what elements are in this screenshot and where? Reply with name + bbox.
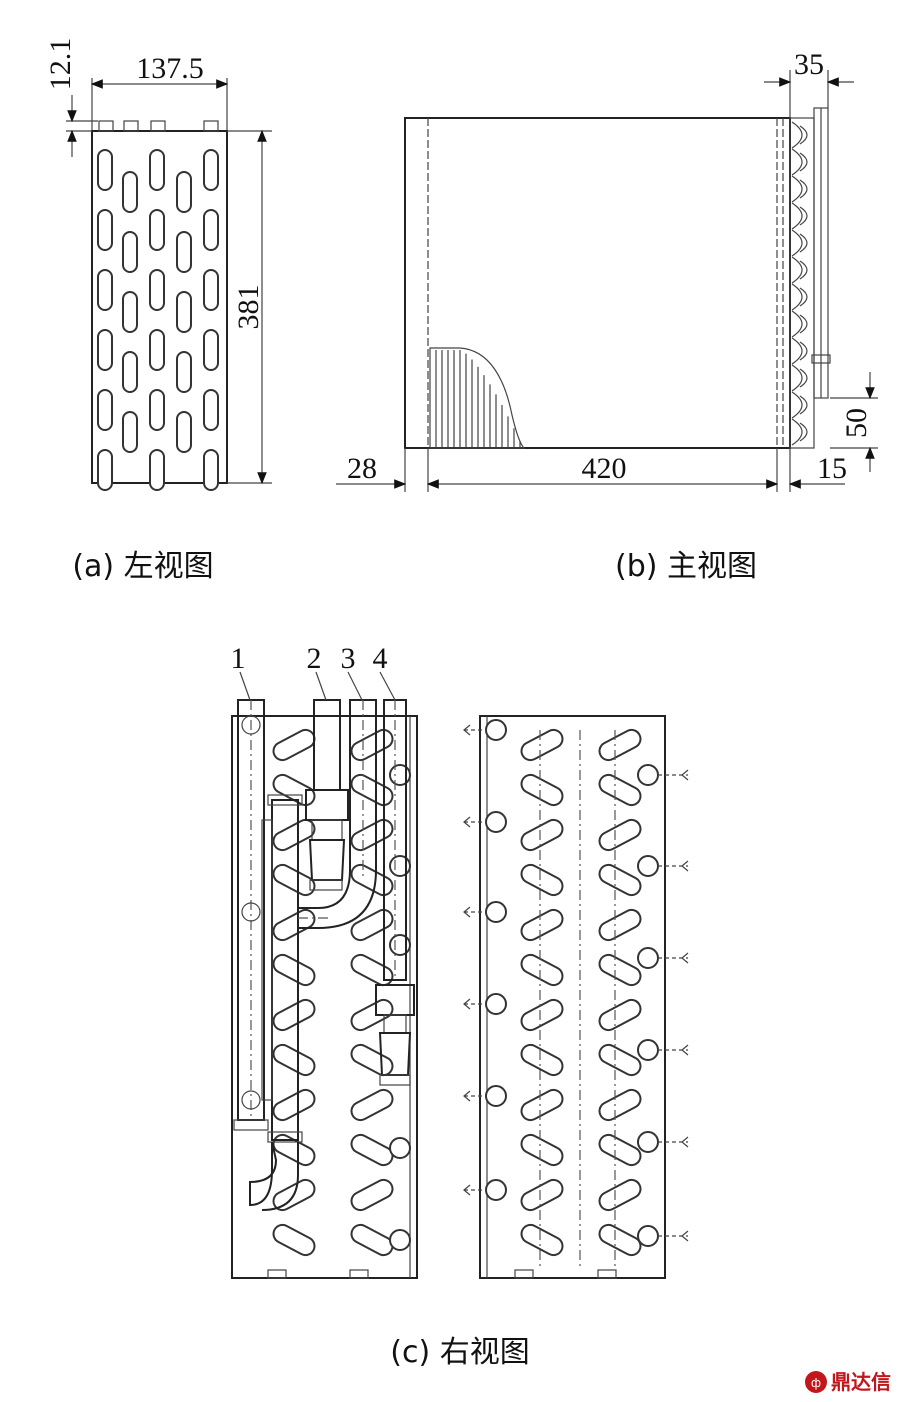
right-view-piping-panel: 1 2 3 4 bbox=[231, 642, 418, 1279]
tube-depth-dim-label: 35 bbox=[794, 48, 824, 81]
front-view-outline bbox=[404, 117, 791, 449]
part-label-1: 1 bbox=[231, 642, 246, 675]
left-view-tabs bbox=[98, 120, 219, 132]
logo-icon bbox=[805, 1371, 827, 1393]
right-view: 1 2 3 4 (c) 右视图 bbox=[231, 642, 689, 1370]
right-offset-dim-label: 15 bbox=[817, 452, 847, 485]
bottom-offset-dim-label: 50 bbox=[840, 408, 873, 438]
part-label-3: 3 bbox=[341, 642, 356, 675]
fin-hatch-area bbox=[429, 347, 526, 449]
flow-panel-outline bbox=[479, 715, 666, 1279]
part-label-4: 4 bbox=[373, 642, 388, 675]
watermark-logo: ф 鼎达信 bbox=[805, 1370, 891, 1394]
front-view-caption: (b) 主视图 bbox=[615, 549, 757, 584]
right-view-flow-panel bbox=[463, 715, 689, 1279]
return-bends bbox=[789, 107, 831, 449]
height-dim-label: 381 bbox=[232, 285, 265, 330]
length-dim-label: 420 bbox=[582, 452, 627, 485]
connection-pipes bbox=[233, 699, 415, 1211]
svg-text:ф: ф bbox=[811, 1376, 821, 1390]
top-offset-dim-label: 12.1 bbox=[44, 38, 77, 91]
piping-panel-outline bbox=[231, 715, 418, 1279]
part-label-2: 2 bbox=[307, 642, 322, 675]
front-view: 35 420 28 15 50 (b) 主视图 bbox=[336, 48, 878, 584]
width-dim-label: 137.5 bbox=[136, 52, 204, 85]
left-view-caption: (a) 左视图 bbox=[72, 549, 213, 584]
left-view: 137.5 12.1 381 (a) 左视图 bbox=[44, 38, 272, 584]
logo-text: 鼎达信 bbox=[831, 1370, 891, 1394]
right-view-caption: (c) 右视图 bbox=[390, 1335, 529, 1370]
left-view-slots bbox=[97, 149, 219, 491]
left-offset-dim-label: 28 bbox=[347, 452, 377, 485]
